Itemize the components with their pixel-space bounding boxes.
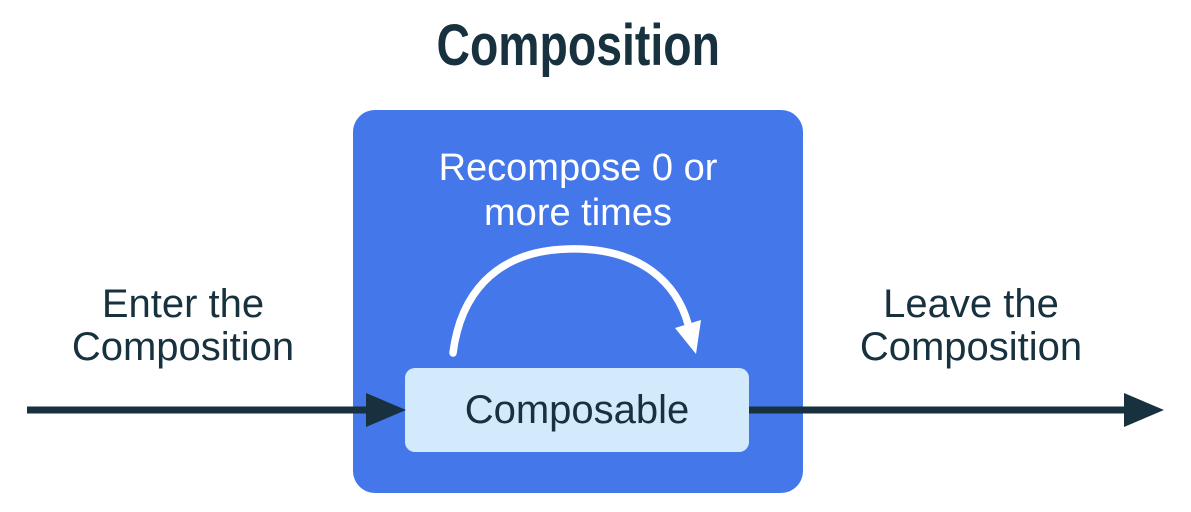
- diagram-title: Composition: [353, 12, 803, 79]
- composable-node-label: Composable: [464, 387, 690, 432]
- composable-node: Composable: [405, 368, 749, 452]
- diagram-title-text: Composition: [436, 13, 720, 78]
- leave-composition-label: Leave the Composition: [859, 282, 1083, 369]
- recompose-label: Recompose 0 or more times: [438, 147, 718, 234]
- enter-composition-label: Enter the Composition: [71, 282, 295, 369]
- leave-arrow-icon: [749, 393, 1164, 427]
- enter-arrow-icon: [27, 393, 406, 427]
